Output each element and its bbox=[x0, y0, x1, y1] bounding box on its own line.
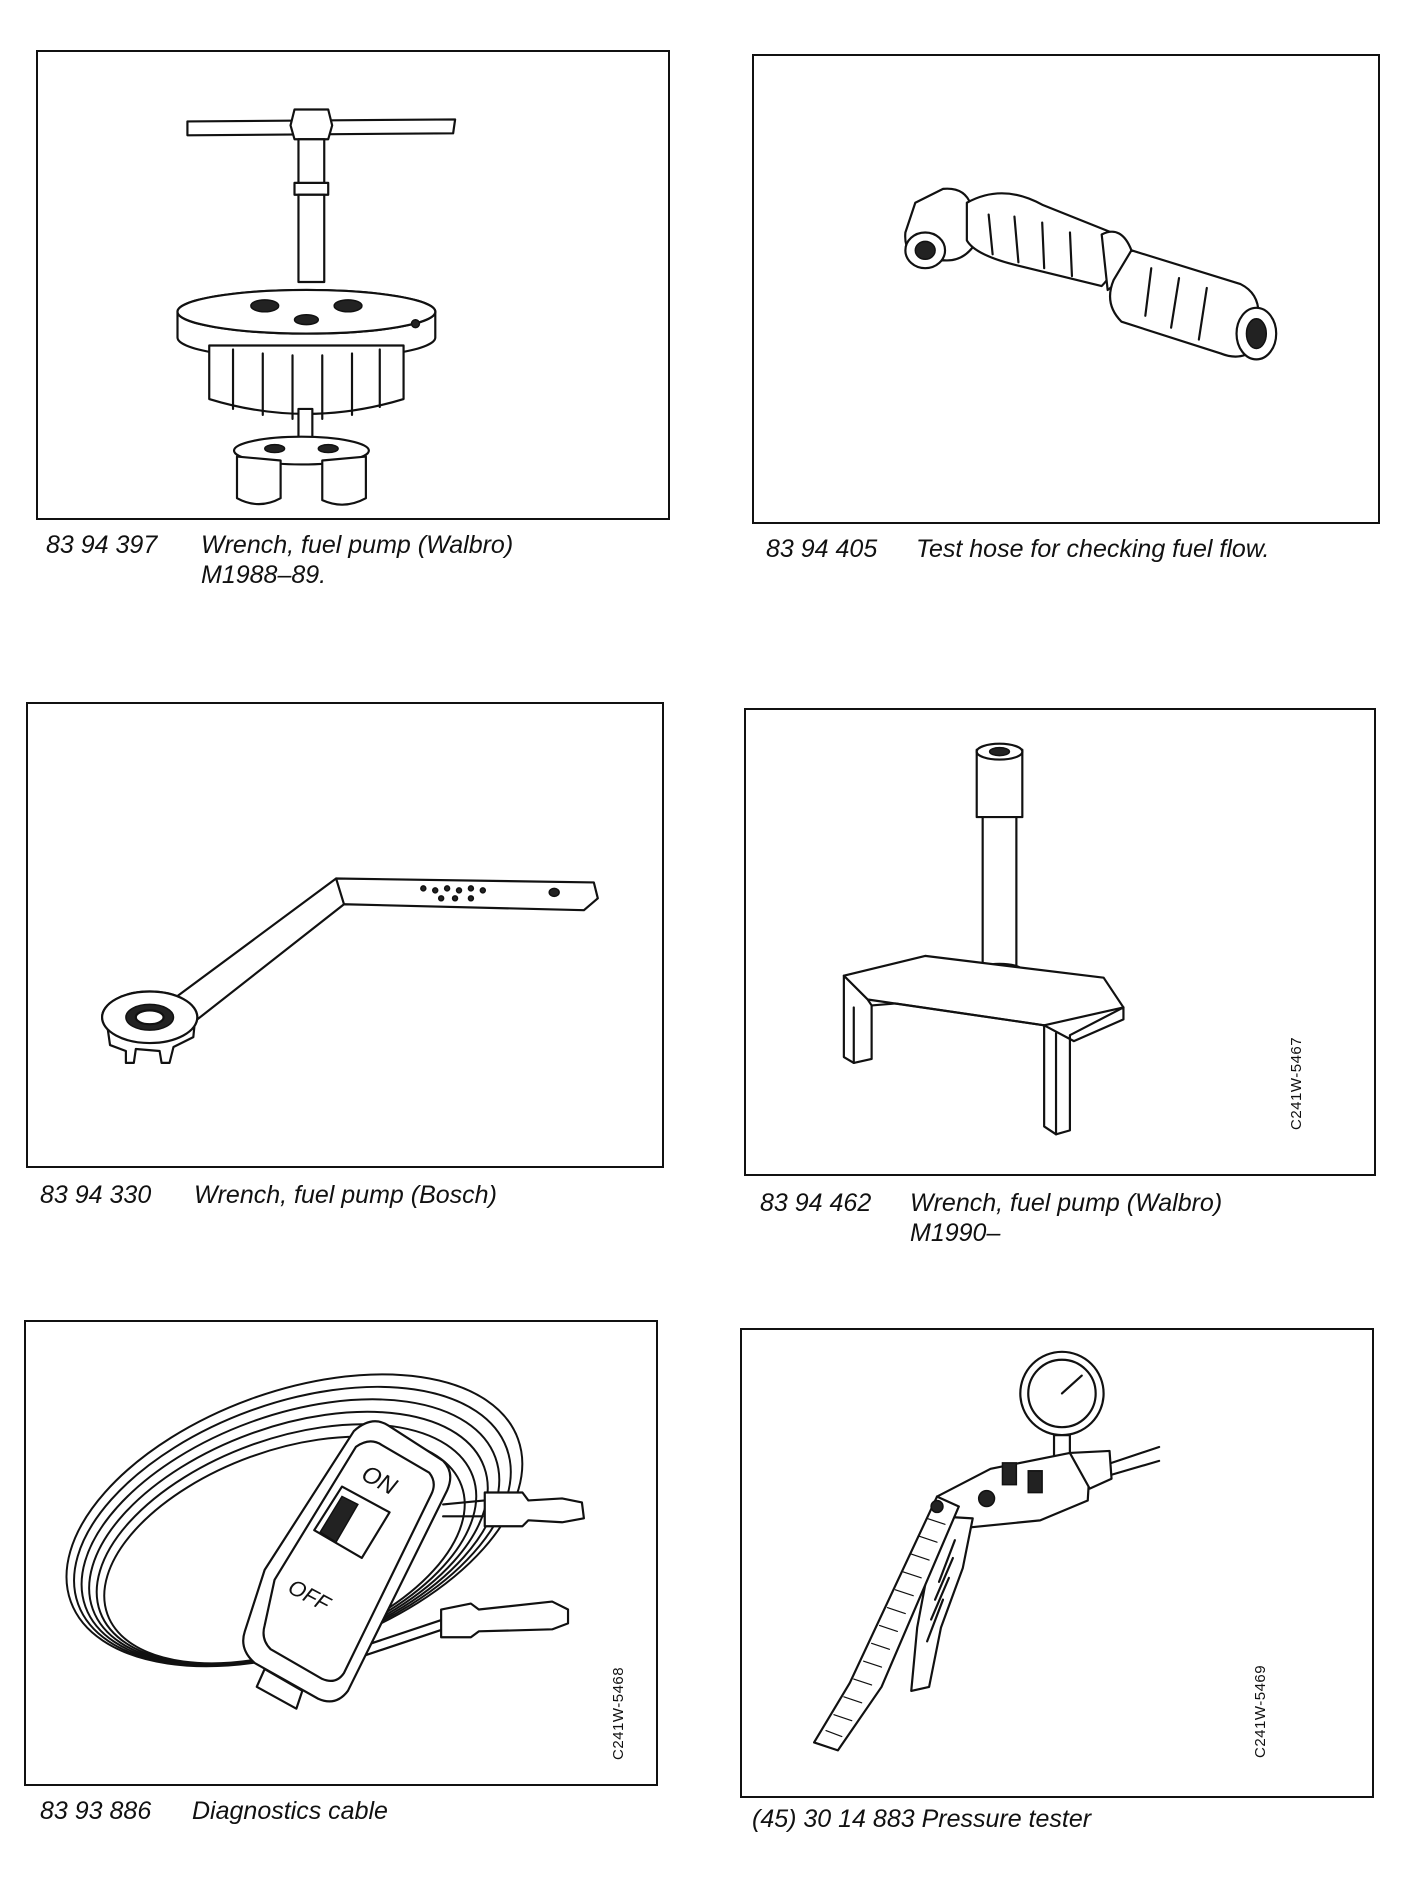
walbro-fork-wrench-icon bbox=[842, 742, 1125, 1136]
part-number: 83 94 397 bbox=[46, 531, 158, 559]
tool-model-years: M1990– bbox=[910, 1219, 1001, 1247]
pressure-tester-icon bbox=[812, 1350, 1161, 1752]
tool-description: Wrench, fuel pump (Bosch) bbox=[194, 1181, 497, 1209]
tool-model-years: M1988–89. bbox=[201, 561, 327, 589]
test-hose-icon bbox=[904, 187, 1278, 361]
walbro-wrench-icon bbox=[176, 108, 457, 506]
part-number: 83 94 405 bbox=[766, 535, 878, 563]
figure-frame-1 bbox=[36, 50, 670, 520]
tool-description: Wrench, fuel pump (Walbro) bbox=[201, 531, 514, 559]
caption-3: 83 94 330 Wrench, fuel pump (Bosch) bbox=[40, 1180, 680, 1210]
diagnostics-cable-icon: ON OFF bbox=[65, 1373, 585, 1710]
figure-frame-4: C241W-5467 bbox=[744, 708, 1376, 1176]
part-number: 83 94 462 bbox=[760, 1189, 872, 1217]
caption-1: 83 94 397 Wrench, fuel pump (Walbro) M19… bbox=[46, 530, 686, 589]
tool-description: Wrench, fuel pump (Walbro) bbox=[910, 1189, 1223, 1217]
tool-description: Diagnostics cable bbox=[192, 1797, 388, 1825]
figure-frame-2 bbox=[752, 54, 1380, 524]
figure-code: C241W-5469 bbox=[1252, 1664, 1269, 1758]
figure-code: C241W-5468 bbox=[610, 1666, 627, 1760]
tool-description: Pressure tester bbox=[921, 1805, 1092, 1833]
caption-6: (45) 30 14 883 Pressure tester bbox=[752, 1804, 1392, 1834]
part-number: 83 94 330 bbox=[40, 1181, 152, 1209]
caption-5: 83 93 886 Diagnostics cable bbox=[40, 1796, 680, 1826]
part-number: (45) 30 14 883 bbox=[752, 1805, 915, 1833]
part-number: 83 93 886 bbox=[40, 1797, 152, 1825]
figure-frame-3 bbox=[26, 702, 664, 1168]
caption-4: 83 94 462 Wrench, fuel pump (Walbro) M19… bbox=[760, 1188, 1400, 1247]
figure-code: C241W-5467 bbox=[1288, 1036, 1305, 1130]
tool-description: Test hose for checking fuel flow. bbox=[916, 535, 1270, 563]
bosch-wrench-icon bbox=[101, 877, 599, 1064]
caption-2: 83 94 405 Test hose for checking fuel fl… bbox=[766, 534, 1406, 564]
figure-frame-6: C241W-5469 bbox=[740, 1328, 1374, 1798]
figure-frame-5: ON OFF C241W-5468 bbox=[24, 1320, 658, 1786]
